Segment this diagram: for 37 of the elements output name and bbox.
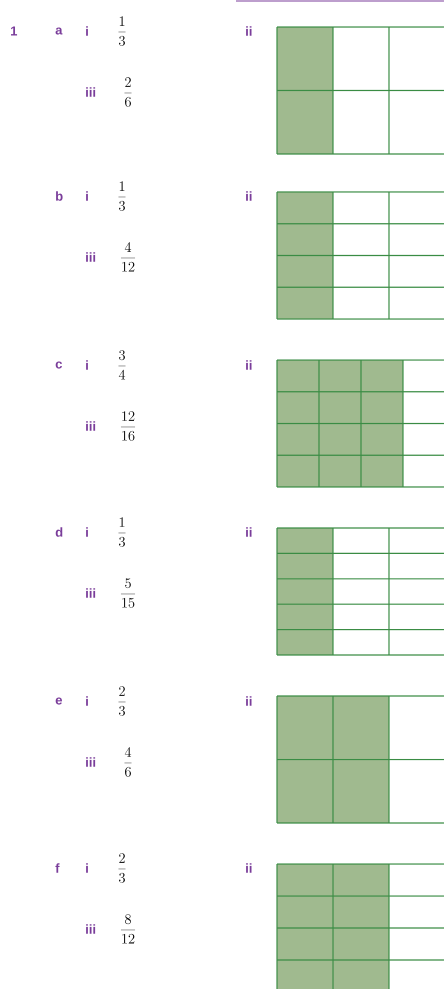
- part-letter: d: [56, 527, 62, 537]
- fraction: $\frac{2}{6}$: [124, 77, 132, 107]
- fraction: $\frac{3}{4}$: [118, 350, 126, 380]
- sub-part-number: i: [86, 863, 88, 873]
- sub-part-number: i: [86, 360, 88, 370]
- part-letter: c: [56, 361, 62, 369]
- fraction: $\frac{8}{12}$: [120, 914, 136, 944]
- fraction: $\frac{12}{16}$: [120, 411, 136, 441]
- fraction: $\frac{5}{15}$: [120, 578, 136, 608]
- question-number: 1: [11, 26, 18, 36]
- fraction: $\frac{1}{3}$: [118, 517, 126, 547]
- fraction: $\frac{4}{12}$: [120, 242, 136, 272]
- sub-part-number: iii: [86, 87, 96, 97]
- part-letter: f: [55, 863, 60, 873]
- sub-part-number: i: [86, 191, 88, 201]
- sub-part-number: ii: [246, 191, 252, 201]
- fraction: $\frac{4}{6}$: [124, 747, 132, 777]
- sub-part-number: iii: [86, 924, 96, 934]
- sub-part-number: ii: [246, 696, 252, 706]
- sub-part-number: iii: [86, 421, 96, 431]
- part-letter: e: [56, 697, 62, 705]
- fraction: $\frac{2}{3}$: [118, 686, 126, 716]
- sub-part-number: ii: [246, 527, 252, 537]
- sub-part-number: i: [86, 527, 88, 537]
- fraction: $\frac{2}{3}$: [118, 853, 126, 883]
- fraction: $\frac{1}{3}$: [118, 16, 126, 46]
- fraction: $\frac{1}{3}$: [118, 181, 126, 211]
- sub-part-number: iii: [86, 252, 96, 262]
- sub-part-number: iii: [86, 757, 96, 767]
- sub-part-number: i: [86, 696, 88, 706]
- part-letter: b: [56, 191, 63, 201]
- sub-part-number: iii: [86, 588, 96, 598]
- sub-part-number: ii: [246, 360, 252, 370]
- part-letter: a: [56, 27, 62, 35]
- sub-part-number: ii: [246, 863, 252, 873]
- sub-part-number: ii: [246, 26, 252, 36]
- sub-part-number: i: [86, 26, 88, 36]
